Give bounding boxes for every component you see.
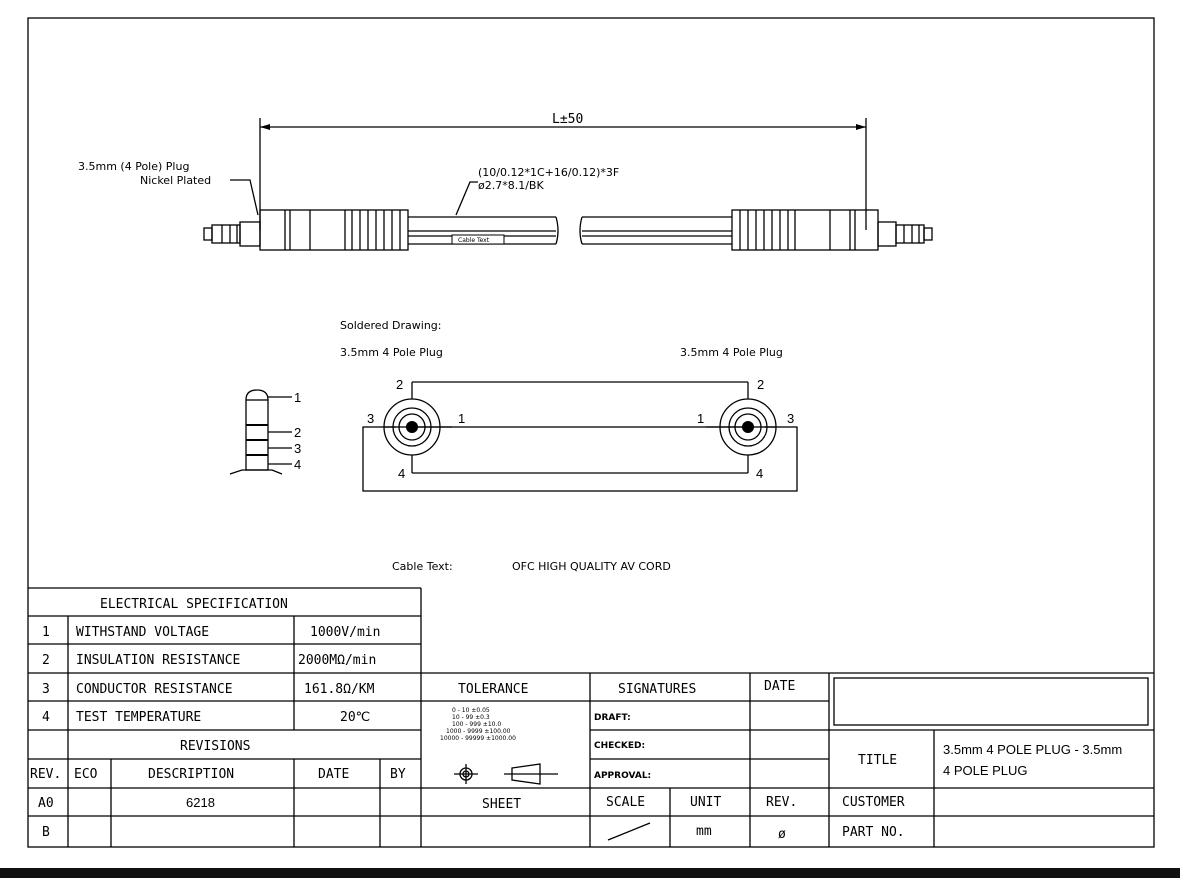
plating-label: Nickel Plated: [140, 174, 211, 187]
spec-row-no: 4: [42, 710, 50, 725]
plug-pin-1-label: 1: [294, 390, 301, 405]
eco-header: ECO: [74, 767, 98, 782]
spec-row-value: 2000MΩ/min: [298, 653, 376, 668]
tolerance-title: TOLERANCE: [458, 682, 528, 697]
length-dimension-label: L±50: [552, 112, 583, 127]
plug-pin-4-label: 4: [294, 457, 301, 472]
right-connector-face: 2 1 3 4: [697, 377, 794, 481]
title-block: TOLERANCE 0 - 10 ±0.05 10 - 99 ±0.3 100 …: [421, 672, 1154, 847]
left-plug: [203, 209, 409, 251]
left-pin-3-label: 3: [367, 411, 374, 426]
drawing-frame: [27, 17, 1155, 848]
spec-row-no: 1: [42, 625, 50, 640]
tolerance-line: 0 - 10 ±0.05: [452, 707, 490, 714]
cable-text-value: OFC HIGH QUALITY AV CORD: [512, 560, 671, 573]
tolerance-line: 10 - 99 ±0.3: [452, 714, 490, 721]
left-pin-2-label: 2: [396, 377, 403, 392]
checked-label: CHECKED:: [594, 741, 645, 751]
scale-label: SCALE: [606, 795, 645, 810]
tolerance-line: 1000 - 9999 ±100.00: [446, 728, 511, 735]
plug-label: 3.5mm (4 Pole) Plug: [78, 160, 189, 173]
description-header: DESCRIPTION: [148, 767, 234, 782]
title-value-line-2: 4 POLE PLUG: [943, 763, 1028, 778]
part-no-label: PART NO.: [842, 825, 905, 840]
spec-row-name: INSULATION RESISTANCE: [76, 653, 240, 668]
spec-row-no: 3: [42, 682, 50, 697]
tolerance-line: 100 - 999 ±10.0: [452, 721, 501, 728]
tolerance-line: 10000 - 99999 ±1000.00: [440, 735, 516, 742]
scale-value-stroke: [607, 822, 651, 841]
title-label: TITLE: [858, 753, 897, 768]
right-pin-3-label: 3: [787, 411, 794, 426]
cable-assembly-drawing: L±50 3.5mm (4 Pole) Plug Nickel Plated (…: [78, 112, 933, 251]
revisions-title: REVISIONS: [180, 739, 250, 754]
right-plug: [731, 209, 933, 251]
unit-value: mm: [696, 824, 712, 839]
signatures-title: SIGNATURES: [618, 682, 696, 697]
customer-label: CUSTOMER: [842, 795, 905, 810]
left-pin-4-label: 4: [398, 466, 405, 481]
approval-label: APPROVAL:: [594, 771, 651, 781]
cable-section: Cable Text: [408, 216, 732, 245]
spec-row-value: 20℃: [340, 710, 370, 725]
revision-rev: A0: [38, 796, 54, 811]
right-plug-label: 3.5mm 4 Pole Plug: [680, 346, 783, 359]
date-header: DATE: [318, 767, 349, 782]
spec-row-value: 161.8Ω/KM: [304, 682, 375, 697]
left-pin-1-label: 1: [458, 411, 465, 426]
title-value-line-1: 3.5mm 4 POLE PLUG - 3.5mm: [943, 742, 1122, 757]
rev-label: REV.: [766, 795, 797, 810]
spec-row-value: 1000V/min: [310, 625, 380, 640]
spec-row-no: 2: [42, 653, 50, 668]
rev-header: REV.: [30, 767, 61, 782]
bottom-black-bar: [0, 868, 1180, 878]
cable-spec-label: (10/0.12*1C+16/0.12)*3F: [478, 166, 619, 179]
plug-pin-2-label: 2: [294, 425, 301, 440]
signatures-date-header: DATE: [764, 679, 795, 694]
sheet-label: SHEET: [482, 797, 521, 812]
revision-rev: B: [42, 825, 50, 840]
revision-description: 6218: [186, 795, 215, 810]
plug-pinout-diagram: 1 2 3 4: [229, 389, 301, 475]
cable-diameter-label: ø2.7*8.1/BK: [478, 179, 544, 192]
projection-symbol: [454, 763, 558, 785]
rev-value: ø: [778, 827, 786, 842]
right-pin-1-label: 1: [697, 411, 704, 426]
right-pin-4-label: 4: [756, 466, 763, 481]
left-plug-label: 3.5mm 4 Pole Plug: [340, 346, 443, 359]
spec-row-name: WITHSTAND VOLTAGE: [76, 625, 209, 640]
soldered-drawing: Soldered Drawing: 3.5mm 4 Pole Plug 3.5m…: [229, 319, 798, 573]
soldered-drawing-title: Soldered Drawing:: [340, 319, 442, 332]
cable-text-label: Cable Text:: [392, 560, 453, 573]
spec-row-name: TEST TEMPERATURE: [76, 710, 201, 725]
left-connector-face: 2 3 1 4: [367, 377, 465, 481]
wiring-outer-box: [362, 426, 798, 492]
plug-pin-3-label: 3: [294, 441, 301, 456]
by-header: BY: [390, 767, 406, 782]
company-logo-box: [833, 677, 1149, 726]
draft-label: DRAFT:: [594, 713, 631, 723]
unit-label: UNIT: [690, 795, 721, 810]
electrical-spec-table: ELECTRICAL SPECIFICATION 1 WITHSTAND VOL…: [28, 587, 422, 847]
spec-row-name: CONDUCTOR RESISTANCE: [76, 682, 233, 697]
electrical-spec-title: ELECTRICAL SPECIFICATION: [100, 597, 288, 612]
cable-marking: Cable Text: [458, 237, 490, 244]
right-pin-2-label: 2: [757, 377, 764, 392]
